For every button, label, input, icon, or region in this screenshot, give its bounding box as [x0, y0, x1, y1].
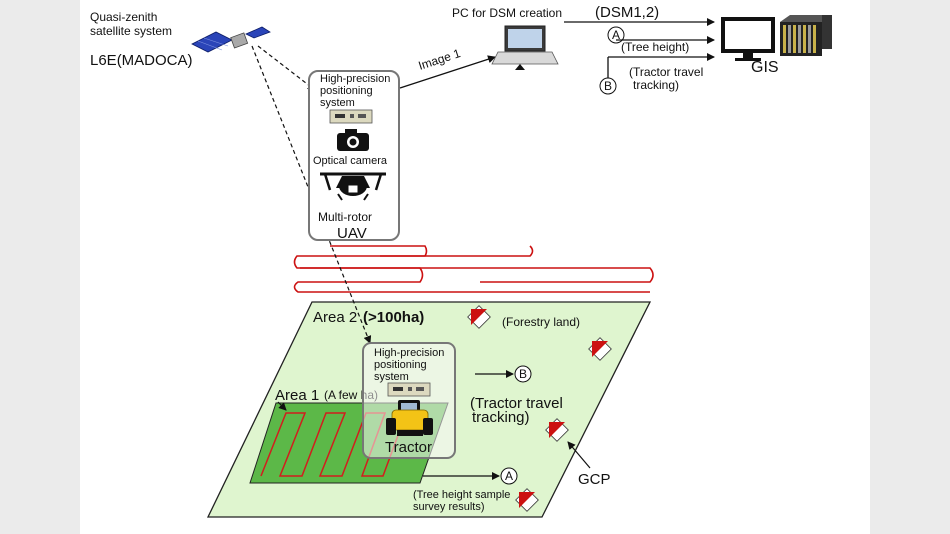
tractor-b-marker-text: B	[519, 367, 527, 381]
system-diagram: Quasi-zenith satellite system L6E(MADOCA…	[90, 4, 832, 518]
gis-b-label-line1: (Tractor travel	[629, 65, 703, 79]
gis-a-marker	[607, 26, 625, 44]
uav-positioning-line3: system	[320, 97, 355, 109]
gcp-label: GCP	[578, 471, 611, 488]
tractor-a-marker	[500, 467, 518, 485]
monitor-icon	[721, 17, 775, 61]
survey-line2: survey results)	[413, 501, 485, 513]
tractor-receiver-icon	[387, 382, 431, 397]
tractor-label: Tractor	[385, 439, 432, 456]
camera-icon	[337, 129, 369, 151]
uav-label-line1: Multi-rotor	[318, 210, 372, 224]
diagram-canvas: Quasi-zenith satellite system L6E(MADOCA…	[80, 0, 870, 534]
gis-b-label-line2: tracking)	[633, 78, 679, 92]
pc-output-label: (DSM1,2)	[595, 4, 659, 21]
uav-positioning-line1: High-precision	[320, 73, 390, 85]
gcp-marker-1	[467, 305, 491, 329]
gcp-pointer	[567, 441, 591, 469]
camera-label: Optical camera	[313, 155, 388, 167]
area2-size: (>100ha)	[363, 309, 424, 326]
image1-label: Image 1	[417, 46, 463, 73]
gis-label: GIS	[751, 59, 779, 76]
gcp-marker-4	[515, 488, 539, 512]
area1-pointer	[277, 401, 287, 411]
area2-label: Area 2	[313, 309, 357, 326]
satellite-signal-lines	[251, 45, 372, 344]
satellite-label-line2: satellite system	[90, 24, 172, 38]
satellite-icon	[191, 26, 271, 53]
tractor-tracking-line2: tracking)	[472, 409, 530, 426]
pc-label: PC for DSM creation	[452, 6, 562, 20]
server-rack-icon	[780, 15, 832, 56]
signal-label: L6E(MADOCA)	[90, 52, 193, 69]
uav-label-line2: UAV	[337, 225, 367, 242]
uav-flight-path	[293, 245, 654, 293]
tractor-positioning-line1: High-precision	[374, 347, 444, 359]
tractor-b-marker	[514, 365, 532, 383]
survey-line1: (Tree height sample	[413, 489, 510, 501]
satellite-label-line1: Quasi-zenith	[90, 10, 157, 24]
gcp-marker-3	[545, 418, 569, 442]
gis-b-marker-text: B	[604, 79, 612, 93]
laptop-icon	[491, 25, 559, 70]
gis-a-label: (Tree height)	[621, 40, 689, 54]
drone-icon	[320, 172, 386, 201]
tractor-tracking-line1: (Tractor travel	[470, 395, 563, 412]
image1-arrow	[399, 55, 496, 89]
area1-label: Area 1	[275, 387, 319, 404]
gcp-marker-2	[588, 337, 612, 361]
gis-b-marker	[599, 77, 617, 95]
tractor-positioning-line2: positioning	[374, 359, 427, 371]
tractor-positioning-line3: system	[374, 371, 409, 383]
uav-positioning-line2: positioning	[320, 85, 373, 97]
tractor-a-marker-text: A	[505, 469, 513, 483]
tractor-path	[260, 412, 401, 477]
area2-type: (Forestry land)	[502, 315, 580, 329]
tractor-icon	[386, 400, 433, 436]
gis-a-marker-text: A	[612, 28, 620, 42]
receiver-icon	[329, 109, 373, 124]
